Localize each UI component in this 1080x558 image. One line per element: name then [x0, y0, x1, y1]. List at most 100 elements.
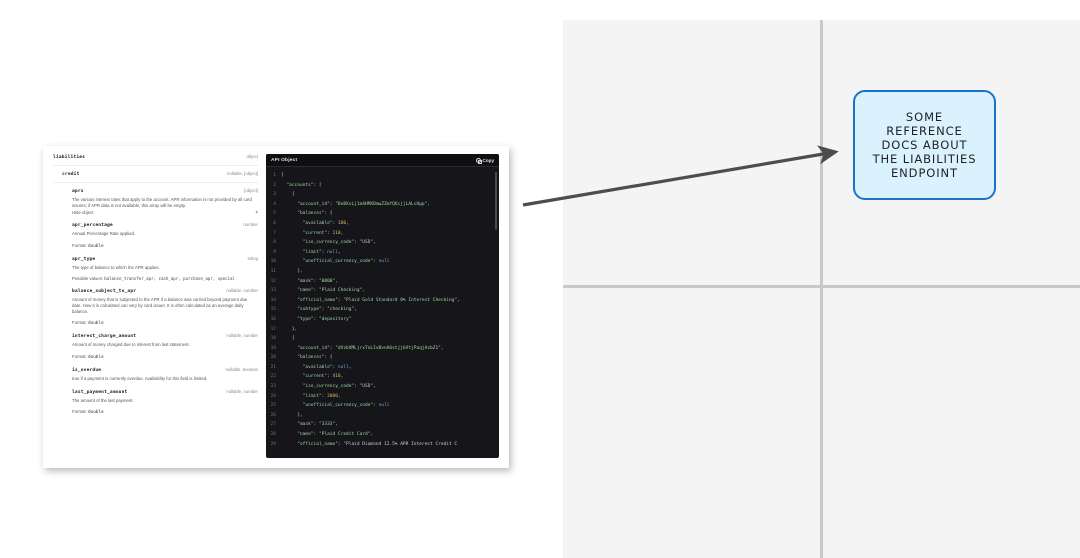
format-value: double: [88, 354, 104, 360]
code-line-number: 16: [270, 316, 276, 322]
code-line-text: "mask": "0000",: [297, 278, 338, 284]
code-line-text: "balances": {: [297, 355, 333, 361]
code-line-text: "mask": "3333",: [297, 422, 338, 428]
schema-field[interactable]: apr_type string The type of balance to w…: [53, 256, 258, 281]
code-line: 14 "official_name": "Plaid Gold Standard…: [266, 296, 499, 306]
code-line: 2 "accounts": [: [266, 181, 499, 191]
schema-row-liabilities[interactable]: liabilities object: [53, 154, 258, 160]
schema-field[interactable]: apr_percentage number Annual Percentage …: [53, 222, 258, 248]
schema-field-header[interactable]: is_overdue nullable, boolean: [72, 367, 258, 373]
schema-field-format: Format: double: [72, 320, 258, 326]
code-line: 12 "mask": "0000",: [266, 277, 499, 287]
code-line-number: 11: [270, 268, 276, 274]
code-line-number: 7: [273, 230, 276, 236]
code-line-text: "unofficial_currency_code": null: [302, 403, 390, 409]
schema-field-format: Format: double: [72, 243, 258, 249]
format-label: Format:: [72, 353, 87, 359]
code-line-number: 2: [273, 182, 276, 188]
code-line: 15 "subtype": "checking",: [266, 305, 499, 315]
code-line: 11 },: [266, 267, 499, 277]
connector-arrow[interactable]: [500, 130, 870, 240]
schema-field-header[interactable]: apr_type string: [72, 256, 258, 262]
code-line: 27 "mask": "3333",: [266, 420, 499, 430]
schema-field-description: The type of balance to which the APR app…: [72, 264, 160, 270]
code-line: 26 },: [266, 411, 499, 421]
code-line: 1{: [266, 171, 499, 181]
schema-type-aprs: [object]: [244, 188, 258, 193]
code-panel-title: API Object: [271, 157, 298, 163]
reference-note[interactable]: SOME REFERENCE DOCS ABOUT THE LIABILITIE…: [853, 90, 996, 200]
schema-field-name: interest_charge_amount: [72, 334, 137, 340]
code-line: 10 "unofficial_currency_code": null: [266, 257, 499, 267]
code-line-text: "unofficial_currency_code": null: [302, 259, 390, 265]
code-line-text: "name": "Plaid Checking",: [297, 288, 366, 294]
code-line-text: "limit": null,: [302, 249, 341, 255]
code-line-number: 19: [270, 345, 276, 351]
code-line-number: 3: [273, 192, 276, 198]
code-line-text: "official_name": "Plaid Diamond 12.5% AP…: [297, 441, 458, 447]
code-line-number: 29: [270, 441, 276, 447]
docs-screenshot-panel[interactable]: liabilities object credit nullable, [obj…: [43, 146, 509, 468]
code-line-number: 6: [273, 220, 276, 226]
code-line: 9 "limit": null,: [266, 248, 499, 258]
schema-field-description: The amount of the last payment.: [72, 397, 134, 403]
code-line-number: 21: [270, 364, 276, 370]
code-line: 19 "account_id": "dVzbVMLjrxTnLIvBvnA6st…: [266, 344, 499, 354]
code-line-text: "balances": {: [297, 211, 333, 217]
code-line-text: {: [281, 173, 284, 178]
code-line: 20 "balances": {: [266, 353, 499, 363]
schema-field-type: nullable, number: [226, 388, 258, 394]
code-line: 13 "name": "Plaid Checking",: [266, 286, 499, 296]
schema-field[interactable]: interest_charge_amount nullable, number …: [53, 333, 258, 359]
schema-field[interactable]: balance_subject_to_apr nullable, number …: [53, 288, 258, 327]
schema-name-liabilities: liabilities: [53, 155, 86, 160]
grid-line-horizontal: [563, 285, 1080, 288]
code-line-text: "official_name": "Plaid Gold Standard 0%…: [297, 297, 460, 303]
code-line-text: "account_id": "dVzbVMLjrxTnLIvBvnA6stjjb…: [297, 345, 444, 351]
api-object-code-panel[interactable]: API Object Copy 1{2 "accounts": [3 {4 "a…: [266, 154, 499, 458]
code-line-text: "type": "depository": [297, 316, 352, 322]
code-line: 3 {: [266, 190, 499, 200]
schema-field-header[interactable]: last_payment_amount nullable, number: [72, 389, 258, 395]
code-line-text: "current": 110,: [302, 230, 344, 236]
code-line: 25 "unofficial_currency_code": null: [266, 401, 499, 411]
code-line: 5 "balances": {: [266, 209, 499, 219]
schema-field-header[interactable]: balance_subject_to_apr nullable, number: [72, 288, 258, 294]
schema-block-aprs[interactable]: aprs [object] The various interest rates…: [53, 188, 258, 215]
code-scrollbar[interactable]: [495, 172, 497, 230]
schema-column[interactable]: liabilities object credit nullable, [obj…: [53, 154, 258, 458]
schema-field-type: number: [243, 222, 258, 228]
schema-field-name: balance_subject_to_apr: [72, 288, 137, 294]
whiteboard-canvas[interactable]: [563, 20, 1080, 558]
schema-field-type: nullable, boolean: [225, 366, 259, 372]
schema-row-credit[interactable]: credit nullable, [object]: [53, 171, 258, 177]
schema-row-aprs[interactable]: aprs [object]: [72, 188, 258, 194]
code-panel-body[interactable]: 1{2 "accounts": [3 {4 "account_id": "BxB…: [266, 167, 499, 458]
schema-field[interactable]: last_payment_amount nullable, number The…: [53, 389, 258, 415]
code-line-number: 24: [270, 393, 276, 399]
code-line-text: "name": "Plaid Credit Card",: [297, 432, 374, 438]
schema-name-aprs: aprs: [72, 189, 84, 194]
schema-type-credit: nullable, [object]: [226, 171, 258, 176]
schema-field-type: nullable, number: [226, 333, 258, 339]
copy-button[interactable]: Copy: [475, 157, 494, 164]
reference-note-text: SOME REFERENCE DOCS ABOUT THE LIABILITIE…: [872, 110, 977, 180]
code-line: 18 {: [266, 334, 499, 344]
hide-object-label: Hide object: [72, 210, 94, 216]
possible-values-label: Possible values:: [72, 275, 104, 281]
schema-field[interactable]: is_overdue nullable, boolean true if a p…: [53, 367, 258, 382]
code-line-number: 27: [270, 422, 276, 428]
code-line-text: "available": 100,: [302, 220, 349, 226]
format-value: double: [88, 243, 104, 249]
schema-field-header[interactable]: interest_charge_amount nullable, number: [72, 333, 258, 339]
format-label: Format:: [72, 242, 87, 248]
schema-field-type: string: [247, 255, 258, 261]
schema-field-header[interactable]: apr_percentage number: [72, 222, 258, 228]
code-line-number: 22: [270, 374, 276, 380]
code-line-number: 26: [270, 412, 276, 418]
hide-object-toggle[interactable]: Hide object ▴: [72, 210, 258, 216]
code-line-text: "available": null,: [302, 364, 352, 370]
code-line-number: 4: [273, 201, 276, 207]
schema-field-description: Amount of money charged due to interest …: [72, 342, 190, 348]
code-line-text: },: [281, 268, 303, 274]
